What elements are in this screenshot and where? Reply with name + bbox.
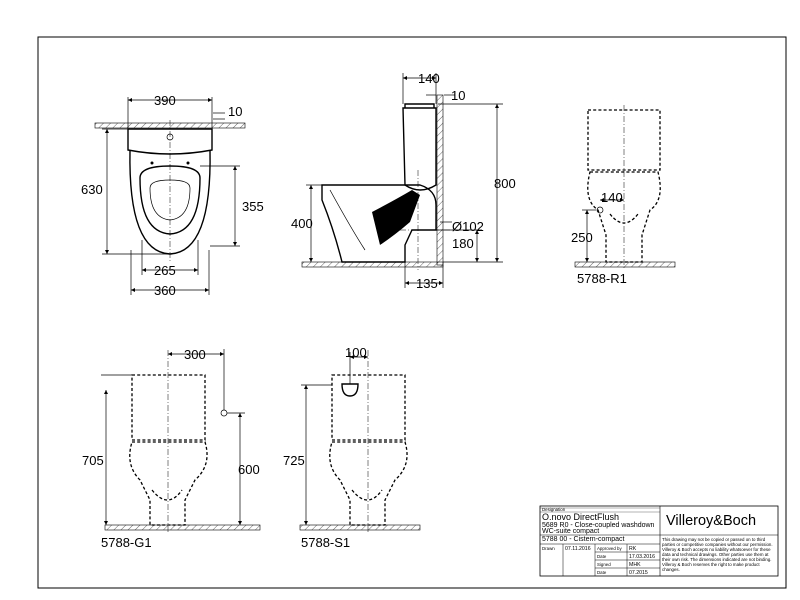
s1-inlet: [341, 383, 359, 397]
side-gap-label: 10: [451, 88, 465, 103]
s1-variant-label: 5788-S1: [301, 535, 350, 550]
tb-approved-date: 17.03.2016: [629, 554, 655, 560]
tb-product-name: O.novo DirectFlush: [542, 512, 619, 522]
side-bowl-outline: [321, 184, 437, 263]
side-cistern-outline: [402, 107, 437, 191]
r1-inlet: [596, 206, 604, 214]
top-seat-inner: [149, 179, 191, 221]
side-floor-hatch: [301, 261, 444, 268]
tb-approved-label: Approved by: [597, 546, 622, 551]
g1-inlet: [220, 409, 228, 417]
g1-view: 300 705 600 5788-G1: [82, 347, 261, 550]
g1-inlet-height-label: 600: [238, 462, 260, 477]
tb-signed-date: 07.2015: [629, 570, 648, 576]
s1-cistern-outline: [331, 374, 406, 441]
top-seat-label: 355: [242, 199, 264, 214]
tb-brand: Villeroy&Boch: [666, 513, 756, 529]
tb-line2: WC-suite compact: [542, 528, 599, 535]
top-length-label: 630: [81, 182, 103, 197]
side-outlet-offset-label: 135: [416, 276, 438, 291]
tb-disclaimer-0: This drawing may not be copied or passed…: [662, 537, 766, 542]
tb-signed-label: Signed: [597, 562, 611, 567]
top-bottom-inner-label: 265: [154, 263, 176, 278]
r1-view: 140 250 5788-R1: [571, 105, 676, 286]
tb-drawn-date: 07.11.2016: [565, 546, 591, 552]
sheet-frame: [37, 36, 787, 589]
s1-floor-hatch: [299, 524, 421, 531]
s1-view: 100 725 5788-S1: [283, 345, 421, 550]
tb-date2-label: Date: [597, 570, 607, 575]
top-bottom-outer-label: 360: [154, 283, 176, 298]
side-height-label: 800: [494, 176, 516, 191]
side-tank-depth-label: 140: [418, 71, 440, 86]
r1-offset-label: 140: [601, 190, 623, 205]
tb-disclaimer-3: data and technical drawings. Other parti…: [662, 552, 769, 557]
r1-floor-hatch: [574, 261, 676, 268]
g1-variant-label: 5788-G1: [101, 535, 152, 550]
tb-disclaimer-1: parties or competitive companies without…: [662, 542, 773, 547]
top-view: 390 10 630 355 265 360: [81, 93, 264, 298]
g1-height-label: 705: [82, 453, 104, 468]
top-width-label: 390: [154, 93, 176, 108]
side-view: 140 10 800 400 Ø102 180 135: [291, 71, 516, 291]
tb-line1: 5689 R0 - Close-coupled washdown: [542, 522, 655, 529]
tb-disclaimer-4: their own risk. The dimensions indicated…: [662, 557, 772, 562]
g1-floor-hatch: [104, 524, 261, 531]
top-seat-outline: [139, 165, 201, 235]
g1-cistern-outline: [131, 374, 206, 441]
s1-bowl-outline: [329, 441, 408, 526]
g1-offset-label: 300: [184, 347, 206, 362]
tb-approved-value: RK: [629, 546, 637, 552]
side-wall-hatch: [436, 94, 444, 266]
tb-signed-value: MHK: [629, 562, 641, 568]
side-trap-section: [372, 190, 420, 245]
tb-line3: 5788 00 - Cistern-compact: [542, 536, 625, 543]
top-cistern-outline: [127, 128, 213, 155]
r1-height-label: 250: [571, 230, 593, 245]
side-outlet-dia-label: Ø102: [452, 219, 484, 234]
r1-variant-label: 5788-R1: [577, 271, 627, 286]
tb-disclaimer-5: Villeroy & Boch reserves the right to ma…: [662, 562, 760, 567]
title-block: Designation O.novo DirectFlush 5689 R0 -…: [539, 505, 779, 577]
top-gap-label: 10: [228, 104, 242, 119]
tb-date-label: Date: [597, 554, 607, 559]
tb-designation-label: Designation: [542, 507, 566, 512]
tb-drawn-label: Drawn: [542, 546, 555, 551]
s1-height-label: 725: [283, 453, 305, 468]
side-seat-height-label: 400: [291, 216, 313, 231]
r1-cistern-outline: [587, 109, 661, 171]
r1-bowl-outline: [587, 171, 661, 263]
side-outlet-height-label: 180: [452, 236, 474, 251]
top-flush-button: [166, 133, 174, 141]
tb-disclaimer-6: changes.: [662, 567, 680, 572]
s1-offset-label: 100: [345, 345, 367, 360]
g1-bowl-outline: [129, 441, 208, 526]
tb-disclaimer-2: Villeroy & Boch accepts no liability wha…: [662, 547, 771, 552]
